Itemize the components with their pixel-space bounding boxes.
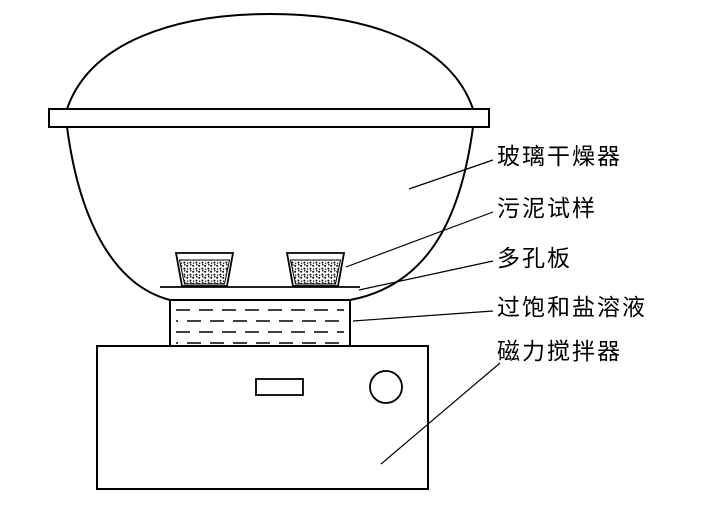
desiccator-flange [48,108,490,128]
leader-lines [345,159,501,465]
label-desiccator: 玻璃干燥器 [497,144,622,170]
label-magnetic-stirrer: 磁力搅拌器 [497,339,622,365]
sample-cup-right [285,252,346,287]
label-porous-plate: 多孔板 [497,246,572,272]
desiccator-bowl [65,126,475,301]
sample-cup-right-sludge [289,259,342,285]
leader-salt-solution [352,310,494,322]
stirrer-body [96,345,429,490]
stirrer-display [255,378,304,396]
salt-solution-liquid [176,309,344,344]
sample-cup-left [174,252,235,287]
sample-cup-left-sludge [178,259,231,285]
leader-porous-plate [358,260,494,291]
stirrer-knob [369,370,403,404]
salt-solution-container [169,299,351,347]
desiccator-lid-dome [65,12,475,110]
leader-desiccator [408,159,494,190]
label-sludge-sample: 污泥试样 [497,196,597,222]
label-salt-solution: 过饱和盐溶液 [497,295,647,321]
leader-sludge-sample [345,211,494,268]
leader-magnetic-stirrer [380,362,501,465]
